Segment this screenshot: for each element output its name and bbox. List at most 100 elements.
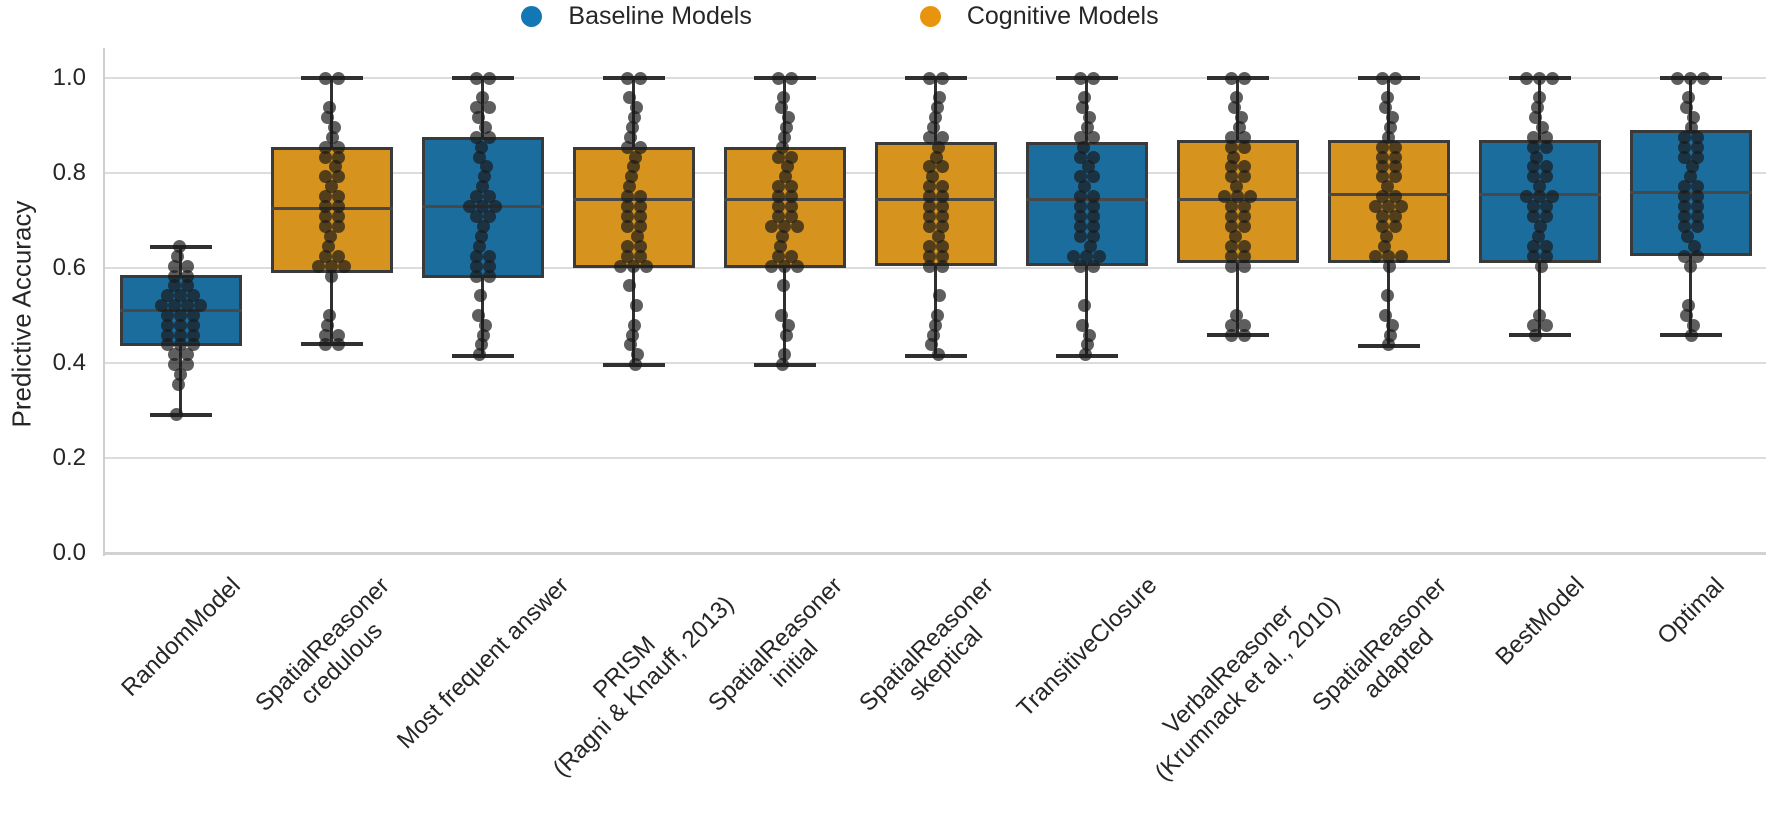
data-point-spatialreasoner-credulous — [318, 328, 332, 342]
data-point-prism-ragni-knauff-2013 — [623, 91, 636, 105]
data-point-spatialreasoner-adapted — [1388, 71, 1402, 85]
data-point-spatialreasoner-initial — [771, 249, 785, 263]
data-point-verbalreasoner-krumnack-et-al-2010 — [1237, 71, 1251, 85]
data-point-optimal — [1690, 150, 1704, 164]
data-point-transitiveclosure — [1078, 299, 1091, 313]
median-spatialreasoner-initial — [723, 197, 846, 201]
data-point-optimal — [1690, 210, 1704, 224]
data-point-spatialreasoner-credulous — [331, 338, 345, 352]
data-point-spatialreasoner-skeptical — [935, 190, 949, 204]
data-point-optimal — [1685, 328, 1698, 342]
data-point-spatialreasoner-credulous — [331, 71, 345, 85]
data-point-randommodel — [174, 338, 187, 352]
data-point-most-frequent-answer — [482, 190, 496, 204]
data-point-optimal — [1690, 180, 1704, 194]
data-point-spatialreasoner-adapted — [1379, 100, 1392, 114]
data-point-spatialreasoner-skeptical — [929, 110, 942, 124]
data-point-spatialreasoner-adapted — [1375, 150, 1389, 164]
data-point-optimal — [1680, 309, 1693, 322]
data-point-spatialreasoner-adapted — [1381, 91, 1394, 105]
data-point-optimal — [1682, 91, 1695, 105]
data-point-prism-ragni-knauff-2013 — [640, 259, 653, 273]
data-point-spatialreasoner-initial — [774, 239, 787, 253]
data-point-spatialreasoner-adapted — [1388, 170, 1402, 184]
data-point-most-frequent-answer — [482, 249, 496, 263]
data-point-randommodel — [187, 338, 200, 352]
data-point-randommodel — [161, 338, 174, 352]
data-point-spatialreasoner-adapted — [1395, 249, 1408, 263]
data-point-spatialreasoner-credulous — [331, 210, 345, 224]
data-point-spatialreasoner-skeptical — [931, 100, 944, 114]
data-point-spatialreasoner-initial — [776, 358, 789, 372]
data-point-spatialreasoner-credulous — [318, 71, 332, 85]
data-point-spatialreasoner-adapted — [1378, 239, 1391, 253]
data-point-spatialreasoner-credulous — [338, 259, 351, 273]
median-prism-ragni-knauff-2013 — [572, 197, 695, 201]
data-point-most-frequent-answer — [463, 200, 476, 214]
data-point-most-frequent-answer — [473, 348, 486, 362]
data-point-spatialreasoner-adapted — [1381, 180, 1394, 194]
data-point-transitiveclosure — [1073, 150, 1087, 164]
legend-label-cognitive: Cognitive Models — [966, 2, 1159, 30]
data-point-spatialreasoner-initial — [791, 259, 804, 273]
data-point-randommodel — [174, 368, 187, 382]
data-point-randommodel — [180, 299, 194, 313]
data-point-spatialreasoner-initial — [778, 259, 791, 273]
data-point-spatialreasoner-skeptical — [922, 219, 936, 233]
data-point-spatialreasoner-skeptical — [935, 130, 949, 144]
data-point-most-frequent-answer — [476, 200, 489, 214]
data-point-optimal — [1677, 210, 1691, 224]
data-point-spatialreasoner-initial — [784, 180, 798, 194]
x-tick-label-verbalreasoner-krumnack-et-al-2010: VerbalReasoner (Krumnack et al., 2010) — [1149, 590, 1345, 787]
data-point-verbalreasoner-krumnack-et-al-2010 — [1237, 210, 1251, 224]
data-point-bestmodel — [1526, 318, 1540, 332]
data-point-verbalreasoner-krumnack-et-al-2010 — [1224, 328, 1238, 342]
data-point-spatialreasoner-adapted — [1382, 249, 1395, 263]
data-point-optimal — [1685, 120, 1698, 134]
data-point-optimal — [1684, 71, 1697, 85]
data-point-spatialreasoner-credulous — [331, 170, 345, 184]
data-point-spatialreasoner-initial — [791, 219, 804, 233]
data-point-transitiveclosure — [1086, 200, 1100, 214]
data-point-spatialreasoner-initial — [784, 210, 798, 224]
data-point-prism-ragni-knauff-2013 — [626, 120, 639, 134]
data-point-most-frequent-answer — [473, 239, 486, 253]
data-point-spatialreasoner-initial — [777, 279, 790, 293]
data-point-most-frequent-answer — [478, 170, 491, 184]
data-point-randommodel — [174, 318, 187, 332]
data-point-spatialreasoner-initial — [771, 180, 785, 194]
data-point-transitiveclosure — [1076, 100, 1089, 114]
y-axis-spine — [103, 48, 105, 556]
data-point-optimal — [1677, 219, 1691, 233]
data-point-most-frequent-answer — [474, 289, 487, 303]
data-point-most-frequent-answer — [469, 269, 483, 283]
data-point-verbalreasoner-krumnack-et-al-2010 — [1224, 71, 1238, 85]
data-point-optimal — [1688, 239, 1701, 253]
data-point-randommodel — [174, 309, 187, 322]
data-point-most-frequent-answer — [479, 120, 492, 134]
data-point-bestmodel — [1526, 140, 1540, 154]
data-point-optimal — [1690, 200, 1704, 214]
data-point-verbalreasoner-krumnack-et-al-2010 — [1224, 200, 1238, 214]
data-point-most-frequent-answer — [482, 100, 496, 114]
data-point-bestmodel — [1539, 210, 1553, 224]
data-point-spatialreasoner-skeptical — [922, 210, 936, 224]
data-point-most-frequent-answer — [469, 259, 483, 273]
data-point-spatialreasoner-credulous — [331, 249, 345, 263]
data-point-prism-ragni-knauff-2013 — [620, 219, 634, 233]
data-point-spatialreasoner-skeptical — [935, 210, 949, 224]
data-point-transitiveclosure — [1078, 180, 1091, 194]
data-point-transitiveclosure — [1086, 210, 1100, 224]
data-point-spatialreasoner-initial — [778, 348, 791, 362]
data-point-prism-ragni-knauff-2013 — [629, 150, 642, 164]
data-point-randommodel — [187, 318, 200, 332]
data-point-most-frequent-answer — [480, 160, 493, 174]
data-point-spatialreasoner-credulous — [331, 328, 345, 342]
data-point-verbalreasoner-krumnack-et-al-2010 — [1237, 249, 1251, 263]
data-point-spatialreasoner-credulous — [322, 239, 335, 253]
data-point-optimal — [1677, 140, 1691, 154]
data-point-spatialreasoner-initial — [782, 110, 795, 124]
data-point-spatialreasoner-skeptical — [922, 71, 936, 85]
data-point-verbalreasoner-krumnack-et-al-2010 — [1237, 239, 1251, 253]
data-point-spatialreasoner-adapted — [1386, 110, 1399, 124]
